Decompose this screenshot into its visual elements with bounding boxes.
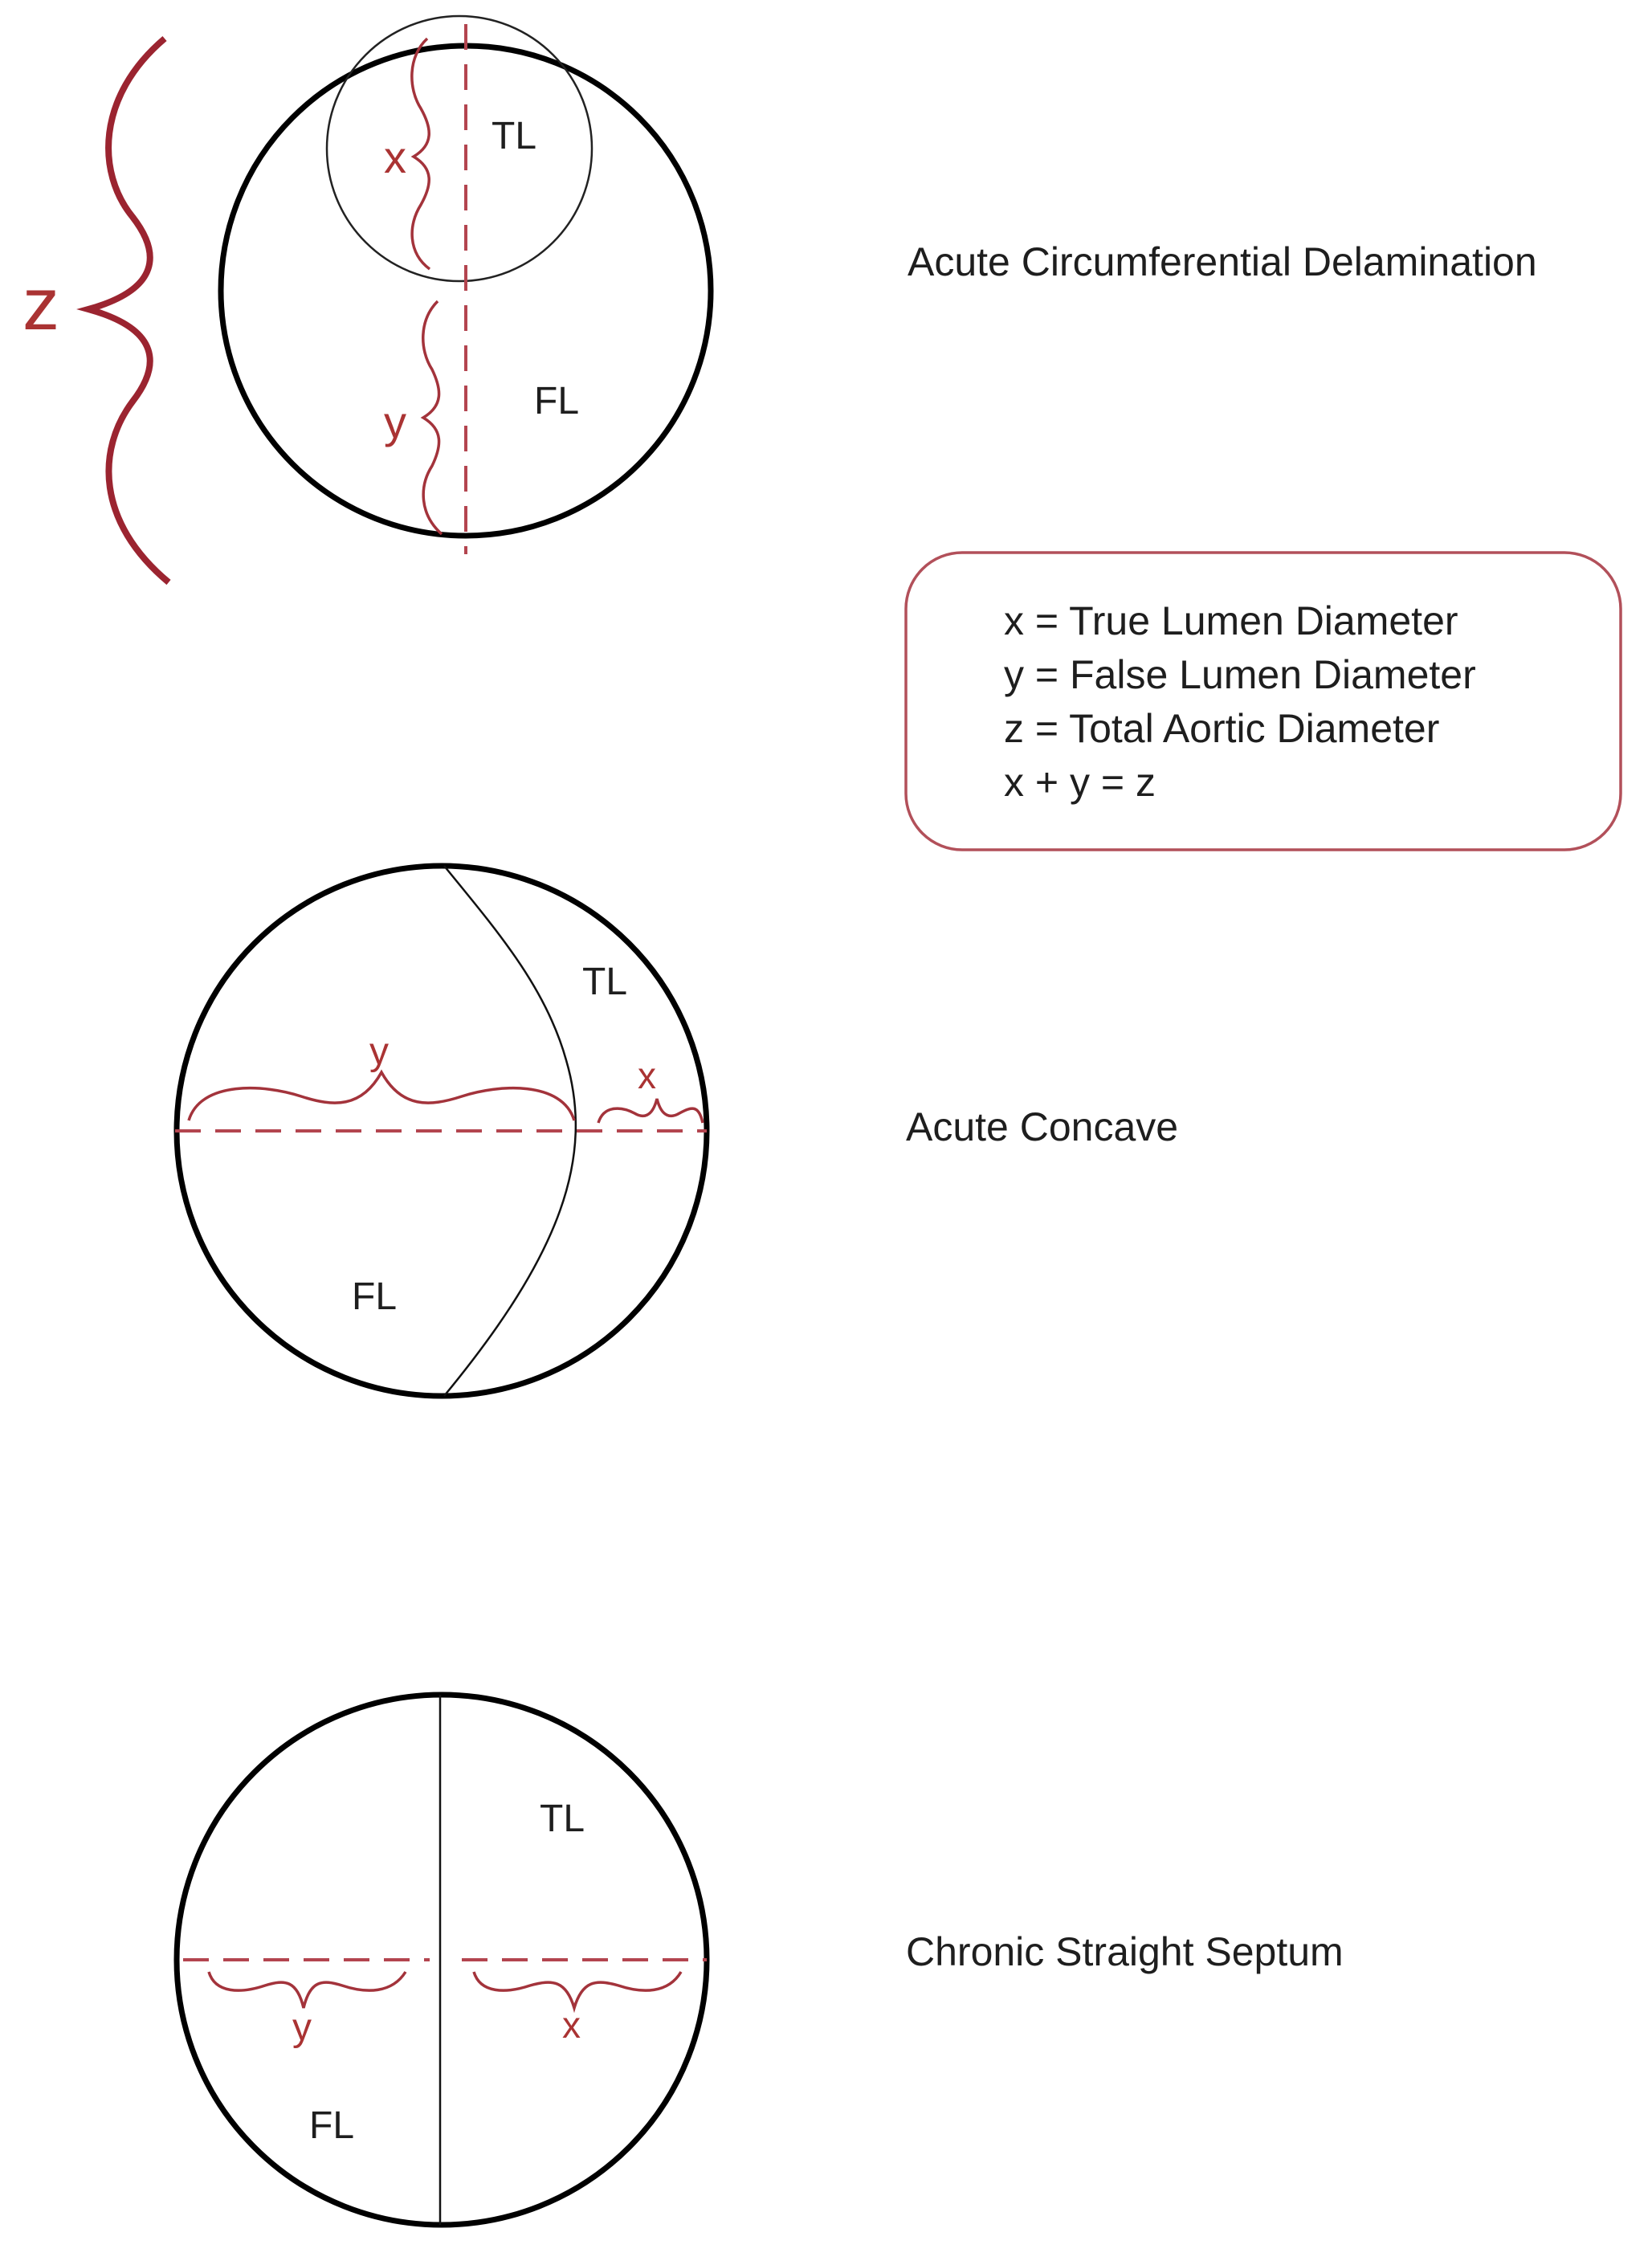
panel-caption: Chronic Straight Septum [906,1929,1344,1974]
true-lumen-inner-circle [325,14,593,283]
y-brace [207,1971,407,2009]
legend-line-y: y = False Lumen Diameter [1004,652,1476,697]
panel-acute-concave: y x TL FL Acute Concave [173,863,1178,1399]
septum-flap [443,865,577,1397]
false-lumen-label: FL [352,1275,397,1318]
x-label: x [384,132,406,182]
x-label: x [638,1055,656,1096]
panel-chronic-straight-septum: y x TL FL Chronic Straight Septum [173,1692,1344,2228]
y-brace [420,300,443,536]
true-lumen-label: TL [582,961,627,1003]
legend-line-z: z = Total Aortic Diameter [1004,706,1439,751]
legend-frame [904,551,1622,851]
true-lumen-label: TL [492,115,536,157]
x-brace [472,1971,683,2014]
legend-line-x: x = True Lumen Diameter [1004,598,1458,643]
y-label: y [292,2006,312,2049]
panel-caption: Acute Circumferential Delamination [908,239,1537,284]
z-label: z [22,263,59,345]
y-label: y [384,397,406,447]
true-lumen-label: TL [540,1798,585,1840]
false-lumen-label: FL [534,380,579,422]
y-brace [187,1069,576,1121]
z-brace [76,35,171,586]
x-label: x [562,2004,581,2046]
panel-circumferential-delamination: x y z TL FL Acute Circumferential Delami… [22,14,1537,586]
x-brace [410,37,431,271]
legend-box: x = True Lumen Diameter y = False Lumen … [904,551,1622,851]
y-label: y [369,1031,389,1073]
x-brace [597,1098,704,1124]
panel-caption: Acute Concave [906,1104,1178,1149]
false-lumen-label: FL [309,2104,354,2147]
legend-line-sum: x + y = z [1004,760,1156,805]
